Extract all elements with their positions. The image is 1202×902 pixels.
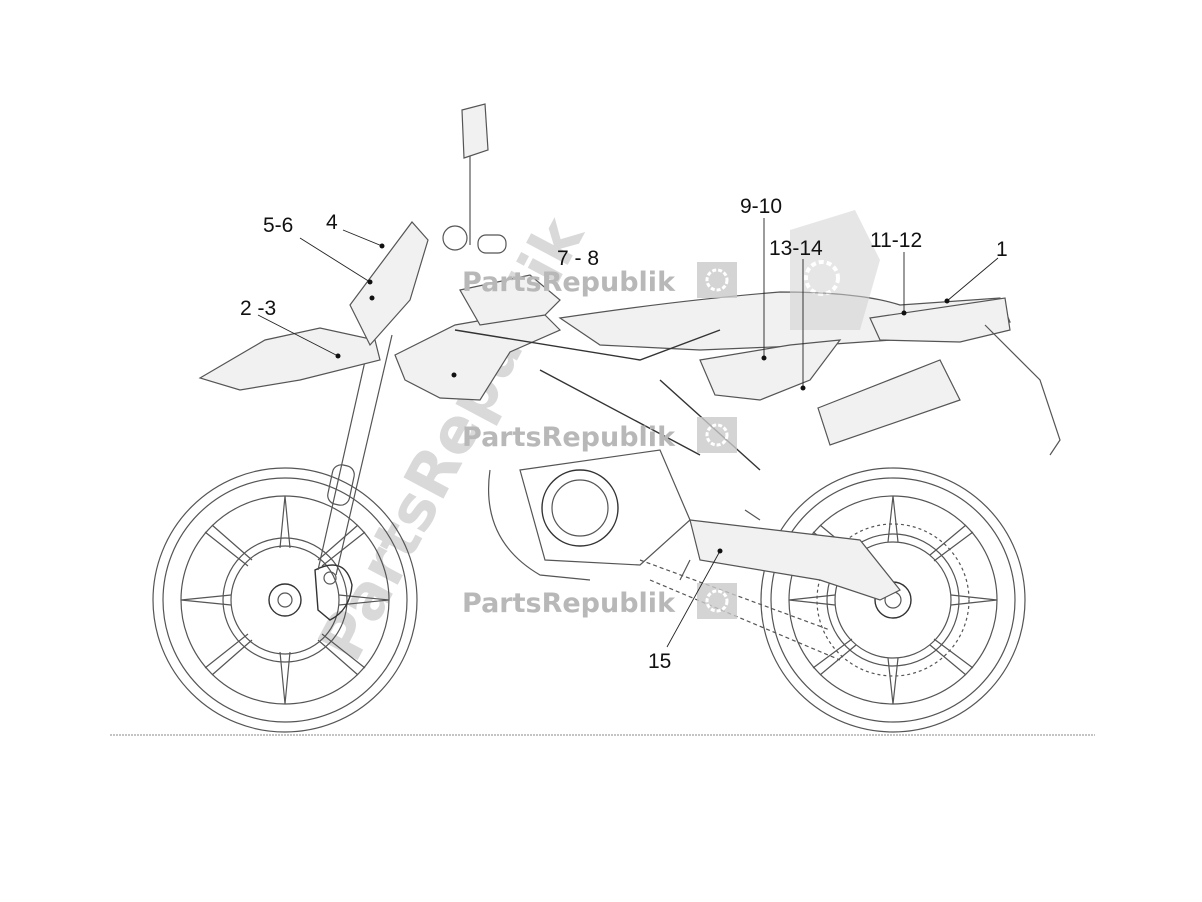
gear-logo-icon — [705, 589, 729, 613]
callout-7-8: 7 - 8 — [557, 247, 599, 270]
motorcycle-body — [198, 103, 1061, 661]
watermark-bottom: PartsRepublik — [462, 583, 737, 619]
callout-11-12: 11-12 — [870, 229, 922, 252]
svg-text:PartsRepublik: PartsRepublik — [462, 422, 676, 453]
watermark-gear-large — [790, 210, 880, 330]
callout-leaders — [257, 218, 999, 648]
callout-5-6: 5-6 — [263, 214, 293, 237]
callout-labels: 1 2 -3 4 5-6 7 - 8 9-10 11-12 13-14 15 — [240, 195, 1008, 673]
gear-logo-icon — [804, 260, 840, 296]
callout-15: 15 — [648, 650, 671, 673]
watermark-middle: PartsRepublik — [462, 417, 737, 453]
watermark-top: PartsRepublik — [462, 262, 737, 298]
svg-text:PartsRepublik: PartsRepublik — [462, 267, 676, 298]
gear-logo-icon — [705, 423, 729, 447]
front-wheel — [152, 467, 418, 733]
gear-logo-icon — [705, 268, 729, 292]
svg-text:PartsRepublik: PartsRepublik — [462, 588, 676, 619]
callout-13-14: 13-14 — [769, 237, 823, 260]
callout-1: 1 — [996, 238, 1008, 261]
callout-2-3: 2 -3 — [240, 297, 276, 320]
rear-wheel — [760, 467, 1026, 733]
callout-9-10: 9-10 — [740, 195, 782, 218]
callout-4: 4 — [326, 211, 338, 234]
